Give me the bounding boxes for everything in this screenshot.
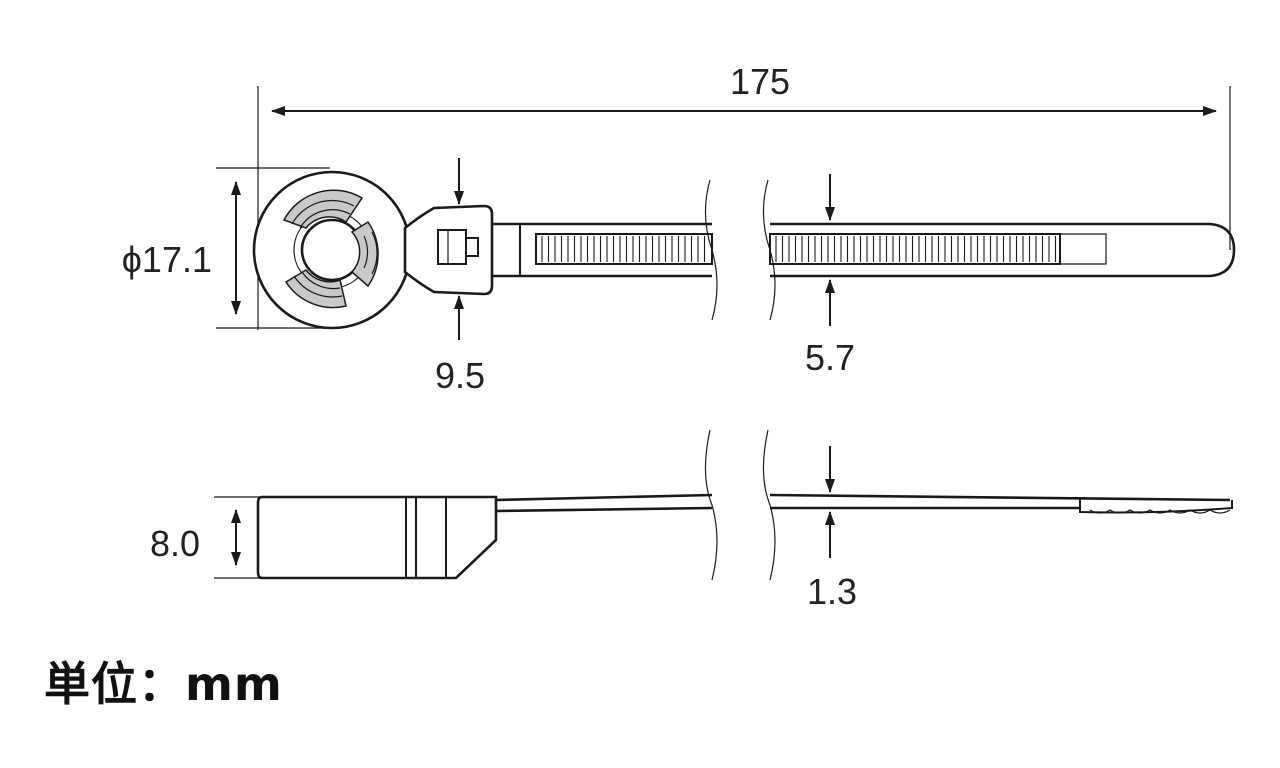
strap-width-dimension: 5.7	[805, 174, 855, 378]
neck-width-label: 9.5	[435, 355, 485, 396]
side-head-block	[256, 495, 498, 580]
head-thickness-dimension: 8.0	[150, 496, 262, 579]
side-view: 8.0 1.3	[150, 429, 1233, 612]
strap-top-left	[492, 222, 713, 278]
head-thickness-label: 8.0	[150, 523, 200, 564]
strap-thickness-dimension: 1.3	[807, 446, 857, 612]
strap-width-label: 5.7	[805, 337, 855, 378]
top-view: 175 ϕ17.1	[122, 61, 1236, 396]
strap-thickness-label: 1.3	[807, 571, 857, 612]
overall-length-label: 175	[730, 61, 790, 102]
strap-top-right	[769, 222, 1236, 278]
locking-head	[403, 204, 494, 296]
neck-width-dimension: 9.5	[435, 158, 485, 396]
strap-side-right	[769, 493, 1233, 514]
head-diameter-dimension: ϕ17.1	[122, 167, 330, 329]
strap-side-left	[495, 493, 713, 513]
head-diameter-label: ϕ17.1	[122, 239, 212, 280]
unit-label: 単位：mm	[44, 657, 283, 711]
overall-length-dimension: 175	[257, 61, 1231, 330]
break-lines-top	[704, 179, 776, 321]
break-lines-side	[704, 429, 776, 581]
head-ring	[252, 170, 412, 330]
